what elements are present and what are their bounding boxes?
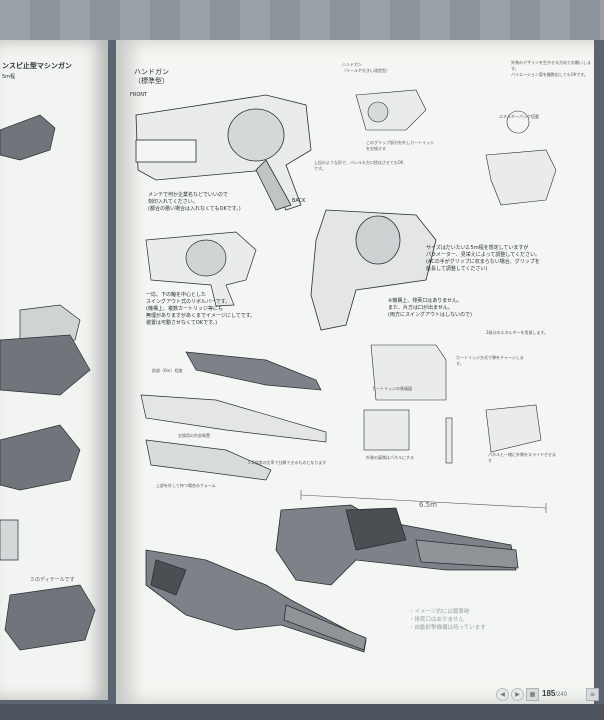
handgun-reload-sketch (145, 231, 257, 307)
menu-icon[interactable]: ≡ (586, 688, 599, 701)
top-right-label: ハンドガン （リールや大きい改造型） (342, 62, 390, 73)
cannon-sketch-1 (275, 504, 519, 586)
dimension-line (300, 490, 547, 513)
small-note-5: 前部（6m）程度 (152, 368, 183, 373)
page-number: 185 (542, 689, 556, 698)
page-indicator: 185/240 (542, 689, 567, 698)
small-note-10: 外装の裏側はパネルにする (366, 455, 415, 460)
small-note-8: 5:2程度の比率で分解できるものとなります (248, 460, 327, 465)
machinegun-sketches (140, 351, 327, 481)
left-page-sketches (0, 114, 96, 651)
right-page: ハンドガン （標準型） FRONT BACK メンテで何か企業名などでいいので … (116, 40, 594, 704)
back-label: BACK (292, 198, 306, 204)
left-page-subheading: 5m程 (2, 74, 16, 80)
cannon-sketch-2 (145, 549, 367, 653)
small-note-7: 上部を外して持つ場合のフォーム (156, 483, 216, 488)
left-page-side-label: ミのディテールです (30, 577, 75, 583)
handgun-perspective-sketch (310, 209, 437, 331)
small-note-4: 3発分のエネルギーを用意します。 (486, 330, 549, 335)
left-page: ンスピ止型マシンガン 5m程 ミのディテールです (0, 40, 108, 700)
page-title: ハンドガン （標準型） (134, 68, 169, 85)
bullet-list: ・イメージ的には戦車砲 ・排莢口はありません ・自動射撃機構は持っています (409, 608, 486, 632)
bullet-item-3: ・自動射撃機構は持っています (409, 625, 486, 631)
left-gun-sketch-1 (0, 114, 56, 161)
bullet-item-1: ・イメージ的には戦車砲 (409, 609, 470, 615)
left-gun-sketch-3 (0, 334, 91, 396)
bullet-item-2: ・排莢口はありません (409, 617, 464, 623)
handgun-detail-sketches (355, 89, 557, 206)
left-gun-sketch-6 (4, 584, 96, 651)
small-note-6: 交換用の外部装置 (178, 433, 210, 438)
next-circle-icon[interactable]: ▶ (511, 688, 524, 701)
top-right-small-note: 外装のデザインを生かせる方向でお願いします。 バリエーション案を複数出してもOK… (511, 60, 591, 77)
left-gun-sketch-5 (0, 519, 19, 561)
weapon-sketches (135, 89, 557, 653)
page-total: /240 (555, 692, 568, 698)
cartridge-detail-sketches (363, 344, 542, 464)
grid-icon[interactable]: ▦ (526, 688, 539, 701)
front-label: FRONT (130, 92, 148, 98)
note-mechanism: ※機構上、排莢口はありません。 また、片方は口が出ません。 (両方にスイングアウ… (388, 298, 472, 318)
dimension-label: 6.5m (419, 501, 437, 509)
prev-circle-icon[interactable]: ◀ (496, 688, 509, 701)
left-page-heading: ンスピ止型マシンガン (2, 62, 72, 70)
handgun-front-sketch (135, 94, 312, 211)
small-note-12: カートリッジの装填図 (372, 386, 412, 391)
desk-background-top (0, 0, 604, 40)
small-note-2: エネルギーパック搭載 (499, 114, 539, 119)
small-note-11: パネルと一緒に外側をスライドさせます (488, 452, 556, 463)
desk-background-bottom (0, 704, 604, 720)
note-size: サイズはだいたい2.5m程を想定していますが パラメーター、見栄えによって調整し… (426, 245, 541, 272)
small-note-9: カートリッジ方式で弾をチャージします。 (456, 355, 524, 366)
small-note-1: このグリップ部分を外しカートリッジを交換する (366, 140, 434, 151)
small-note-3: 上記のような形で、バレルも大口径化させてもOKです。 (314, 160, 404, 171)
note-handgun: メンテで何か企業名などでいいので 刻印入れてください。 (都合の悪い場合は入れな… (148, 192, 241, 212)
note-reload: 一応、下の軸を中心とした スイングアウト式のリボルバーです。 (機構上、複数カー… (146, 292, 256, 326)
left-gun-sketch-4 (0, 424, 81, 491)
